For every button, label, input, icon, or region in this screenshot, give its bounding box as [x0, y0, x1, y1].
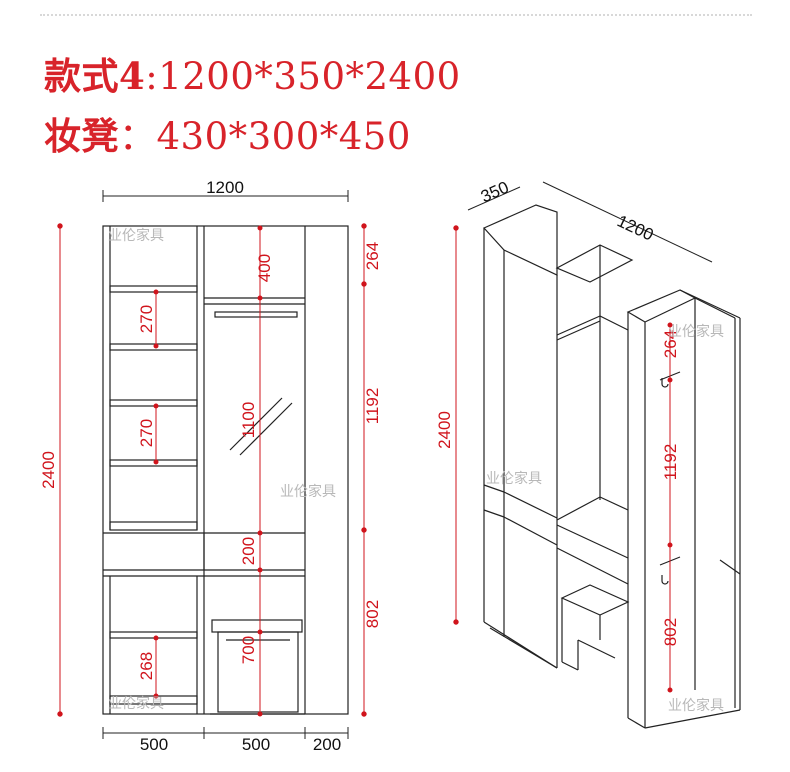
hook-icon	[661, 378, 669, 388]
front-view-stool	[211, 619, 303, 713]
stool-title: 妆凳：430*300*450	[44, 106, 411, 160]
iso-view-stool	[560, 584, 630, 671]
front-view-cabinet	[102, 225, 349, 715]
hook-icon	[661, 575, 669, 585]
watermark-text: 业伦家具	[108, 227, 164, 244]
front-black-dimensions	[102, 181, 713, 739]
bottom-width-1: 500	[140, 735, 168, 754]
iso-height-label: 2400	[435, 411, 454, 449]
watermarks: 业伦家具 业伦家具 业伦家具 业伦家具 业伦家具 业伦家具	[108, 227, 724, 714]
shelf-mid-label: 270	[137, 419, 156, 447]
style-title: 款式4:1200*350*2400	[44, 46, 461, 100]
stool-label: 妆凳	[44, 114, 119, 158]
stool-dimensions: ：430*300*450	[119, 115, 411, 158]
hook-icons	[661, 378, 669, 585]
front-height-label: 2400	[39, 451, 58, 489]
watermark-text: 业伦家具	[486, 470, 542, 487]
front-width-label: 1200	[206, 178, 244, 197]
top-dotted-border	[40, 14, 752, 16]
lower-section-label: 802	[363, 600, 382, 628]
style-dimensions: :1200*350*2400	[145, 55, 461, 98]
stool-clearance-label: 700	[239, 636, 258, 664]
door-bottom-label: 802	[661, 618, 680, 646]
iso-view-cabinet	[482, 204, 741, 729]
style-label: 款式4	[44, 54, 146, 98]
watermark-text: 业伦家具	[668, 323, 724, 340]
shelf-upper-label: 270	[137, 305, 156, 333]
watermark-text: 业伦家具	[668, 697, 724, 714]
door-top-label: 264	[661, 330, 680, 358]
iso-depth-label: 350	[478, 178, 512, 207]
front-black-labels: 1200 500 500 200 350 1200	[140, 178, 657, 754]
bottom-width-2: 500	[242, 735, 270, 754]
drawer-height-label: 200	[239, 537, 258, 565]
iso-width-label: 1200	[614, 211, 656, 244]
top-section-label: 264	[363, 242, 382, 270]
red-dimension-lines	[57, 223, 673, 717]
door-middle-label: 1192	[661, 444, 680, 481]
middle-section-label: 1192	[363, 388, 382, 425]
mirror-height-label: 1100	[239, 402, 258, 439]
top-cabinet-label: 400	[255, 254, 274, 282]
shelf-lower-label: 268	[137, 652, 156, 680]
red-labels: 2400 264 1192 802 270 270 268 400 1100 2…	[39, 242, 680, 680]
bottom-width-3: 200	[313, 735, 341, 754]
watermark-text: 业伦家具	[280, 483, 336, 500]
watermark-text: 业伦家具	[108, 695, 164, 712]
